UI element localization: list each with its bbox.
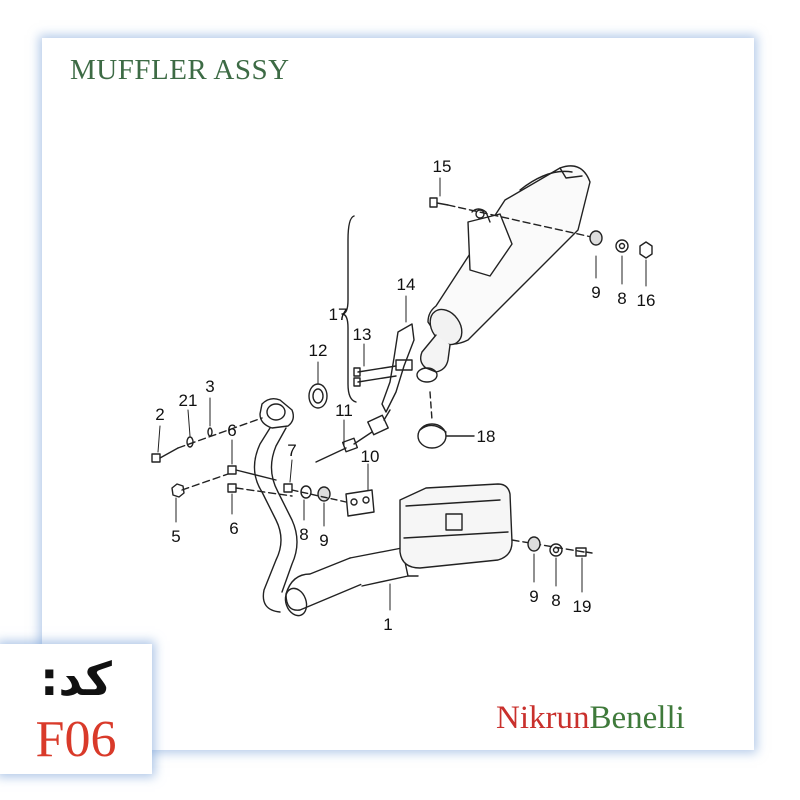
callout-15: 15: [433, 157, 452, 176]
callout-9b: 9: [319, 531, 328, 550]
callout-19: 19: [573, 597, 592, 616]
callout-6a: 6: [227, 421, 236, 440]
silencer-end-can: [416, 165, 591, 383]
callout-10: 10: [361, 447, 380, 466]
callout-1: 1: [383, 615, 392, 634]
fasteners-left-lower: [171, 465, 293, 498]
callout-12: 12: [309, 341, 328, 360]
pre-muffler-box: [399, 483, 585, 569]
callout-6b: 6: [229, 519, 238, 538]
callout-9c: 9: [529, 587, 538, 606]
brand-logo-text: NikrunBenelli: [496, 700, 685, 737]
part-code-value: F06: [35, 711, 117, 768]
callout-18: 18: [477, 427, 496, 446]
bracket-14: [381, 323, 415, 413]
fasteners-mid: [283, 483, 347, 503]
bolts-13: [353, 365, 397, 387]
callout-3: 3: [205, 377, 214, 396]
callout-13: 13: [353, 325, 372, 344]
brand-part-nikrun: Nikrun: [496, 700, 590, 736]
header-pipe-flange: [253, 397, 298, 613]
callout-21: 21: [179, 391, 198, 410]
callout-11: 11: [335, 401, 353, 420]
hardware-upper-right: [589, 230, 653, 259]
callout-8a: 8: [617, 289, 626, 308]
callout-7: 7: [287, 441, 296, 460]
callout-8c: 8: [551, 591, 560, 610]
callout-8b: 8: [299, 525, 308, 544]
bolt-15: [429, 197, 597, 239]
callout-2: 2: [155, 405, 164, 424]
callout-14: 14: [397, 275, 416, 294]
brand-part-benelli: Benelli: [589, 700, 685, 736]
gasket-12: [308, 383, 328, 409]
catalyst-pipe-1: [284, 547, 419, 617]
part-code-label: کد:: [40, 652, 112, 706]
plate-10: [345, 489, 375, 517]
o2-sensor-11: [315, 409, 391, 463]
callout-9a: 9: [591, 283, 600, 302]
fasteners-left-upper: [151, 417, 263, 463]
part-code-box: کد: F06: [0, 644, 152, 774]
diagram-card: [42, 38, 754, 750]
hardware-lower-right: [527, 536, 593, 557]
callout-16: 16: [637, 291, 656, 310]
leader-lines: [157, 177, 647, 611]
clamp-18: [417, 391, 475, 449]
callout-labels: 15 9 8 16 14 17 13 12 11 18 10 7 8 9 6 6…: [155, 157, 655, 634]
callout-5: 5: [171, 527, 180, 546]
group-brace-17: [341, 215, 357, 403]
page-title: MUFFLER ASSY: [70, 54, 290, 86]
callout-17: 17: [329, 305, 348, 324]
